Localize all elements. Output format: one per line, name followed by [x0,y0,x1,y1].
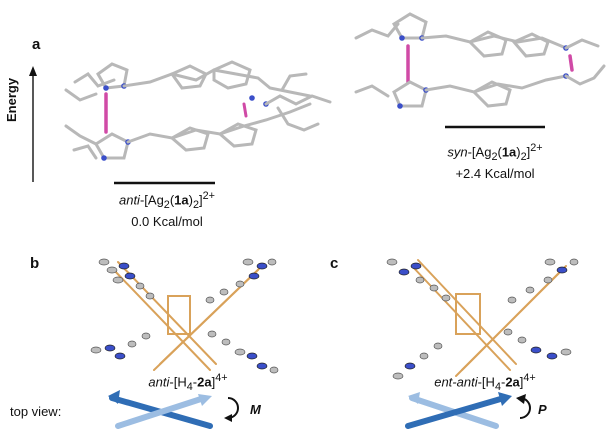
crystal-structure-c [411,259,567,377]
crystal-atoms-b [90,258,279,374]
syn-energy: +2.4 Kcal/mol [455,165,535,181]
syn-formula: syn-[Ag2(1a)2]2+ [447,142,543,163]
chirality-label-p: P [538,402,547,417]
anti-formula: anti-[Ag2(1a)2]2+ [118,190,215,211]
anti-energy: 0.0 Kcal/mol [131,213,203,229]
anti-complex-caption: anti-[Ag2(1a)2]2+ 0.0 Kcal/mol [92,190,242,229]
rotation-arrow-b [227,397,239,419]
syn-complex-caption: syn-[Ag2(1a)2]2+ +2.4 Kcal/mol [420,142,570,181]
energy-arrow [29,66,37,182]
panel-label-b: b [30,255,40,272]
syn-complex-structure [354,12,606,109]
crystal-b-caption: anti-[H4-2a]4+ [148,372,228,393]
panel-label-a: a [32,36,41,53]
panel-label-c: c [330,255,339,272]
top-view-label: top view: [10,404,62,419]
crystal-atoms-c [386,258,579,380]
top-view-arrows-b [108,390,213,429]
rotation-arrowhead-c [516,394,526,404]
rotation-arrowhead-b [224,414,232,422]
chirality-label-m: M [250,402,261,417]
top-view-arrows-c [405,392,512,429]
crystal-c-caption: ent-anti-[H4-2a]4+ [434,372,536,393]
anti-complex-structure [64,60,332,161]
